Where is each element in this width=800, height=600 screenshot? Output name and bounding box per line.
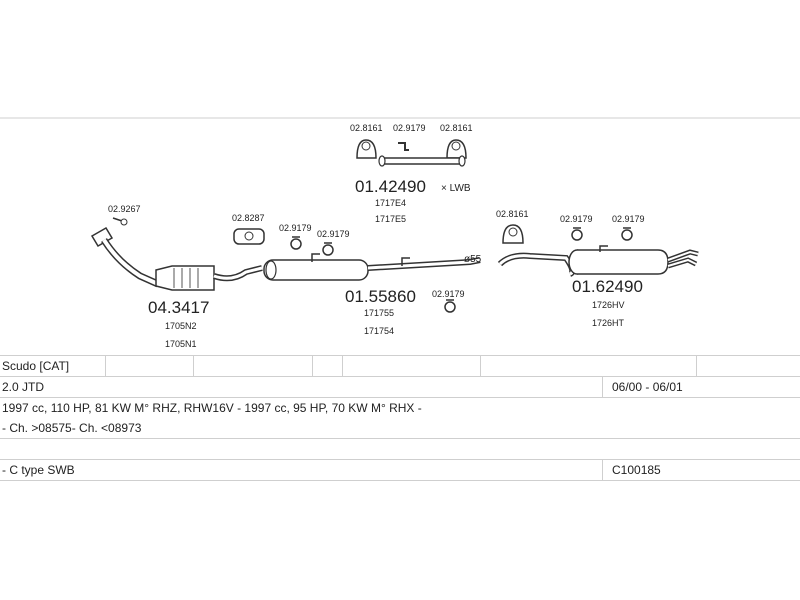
table-row-engine: 2.0 JTD 06/00 - 06/01 — [0, 377, 800, 398]
clamp-a-icon — [356, 139, 377, 159]
label-rear-ref2: 1726HT — [592, 318, 625, 328]
label-mid-pipe: 01.42490 — [355, 177, 426, 196]
dates-cell: 06/00 - 06/01 — [612, 380, 683, 394]
application-table: Scudo [CAT] 2.0 JTD 06/00 - 06/01 1997 c… — [0, 355, 800, 481]
table-row-model: Scudo [CAT] — [0, 355, 800, 377]
front-clamp-icon — [112, 217, 128, 226]
label-mid-ref1: 1717E4 — [375, 198, 406, 208]
label-centre-silencer: 01.55860 — [345, 287, 416, 306]
mount-c-icon — [322, 242, 334, 256]
label-cat-ref1: 1705N2 — [165, 321, 197, 331]
table-row-chassis: - Ch. >08575- Ch. <08973 — [0, 418, 800, 439]
mount-b-icon — [290, 236, 302, 250]
divider — [480, 356, 481, 376]
table-row-variant: - C type SWB C100185 — [0, 460, 800, 481]
label-rear-mount-b: 02.9179 — [612, 214, 645, 224]
rear-silencer-icon — [497, 245, 699, 277]
label-mid-pipe-suffix: × LWB — [441, 183, 471, 194]
engine-cell: 2.0 JTD — [2, 380, 45, 394]
clamp-c-icon — [446, 139, 467, 159]
divider — [342, 356, 343, 376]
chassis-cell: - Ch. >08575- Ch. <08973 — [2, 421, 142, 435]
label-cat-conv: 04.3417 — [148, 298, 209, 317]
divider — [696, 356, 697, 376]
label-cat-ref2: 1705N1 — [165, 339, 197, 349]
model-cell: Scudo [CAT] — [2, 359, 70, 373]
label-clamp-a: 02.8161 — [350, 123, 383, 133]
label-mount-b: 02.9179 — [279, 223, 312, 233]
divider — [105, 356, 106, 376]
divider — [602, 377, 603, 397]
variant-cell: - C type SWB — [2, 463, 75, 477]
divider — [602, 460, 603, 480]
label-mount-c: 02.9179 — [317, 229, 350, 239]
label-clamp-c: 02.8161 — [440, 123, 473, 133]
divider — [312, 356, 313, 376]
label-centre-ref2: 171754 — [364, 326, 394, 336]
spec-cell: 1997 cc, 110 HP, 81 KW M° RHZ, RHW16V - … — [2, 401, 422, 415]
label-rear-silencer: 01.62490 — [572, 277, 643, 296]
label-diameter: ø55 — [464, 254, 482, 265]
centre-mount-icon — [444, 299, 456, 313]
intermediate-pipe-icon — [378, 155, 466, 167]
label-mount-a: 02.8287 — [232, 213, 265, 223]
rear-mount-a-icon — [571, 227, 583, 241]
rear-clamp-icon — [502, 224, 524, 244]
label-front-clamp: 02.9267 — [108, 204, 141, 214]
label-clamp-b: 02.9179 — [393, 123, 426, 133]
catalytic-converter-icon — [90, 226, 263, 291]
bracket-icon — [398, 142, 409, 151]
label-centre-mount: 02.9179 — [432, 289, 465, 299]
code-cell: C100185 — [612, 463, 661, 477]
table-row-empty — [0, 439, 800, 460]
label-rear-clamp: 02.8161 — [496, 209, 529, 219]
centre-silencer-icon — [263, 253, 481, 281]
rear-mount-b-icon — [621, 227, 633, 241]
divider — [193, 356, 194, 376]
table-row-spec: 1997 cc, 110 HP, 81 KW M° RHZ, RHW16V - … — [0, 398, 800, 418]
mount-a-icon — [233, 228, 265, 245]
label-centre-ref1: 171755 — [364, 308, 394, 318]
label-rear-mount-a: 02.9179 — [560, 214, 593, 224]
label-rear-ref1: 1726HV — [592, 300, 625, 310]
label-mid-ref2: 1717E5 — [375, 214, 406, 224]
